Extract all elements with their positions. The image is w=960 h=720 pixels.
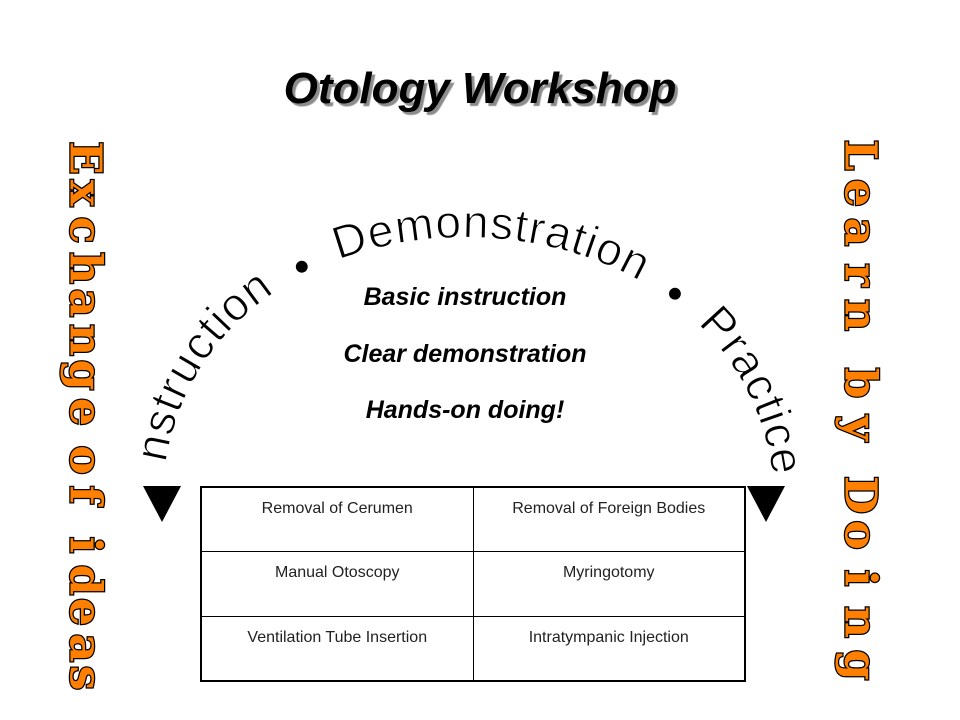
center-line-3: Hands-on doing! [365, 396, 565, 424]
triangle-down-icon [747, 486, 785, 522]
right-vertical-letter: n [835, 299, 886, 331]
left-vertical-letter: c [60, 217, 111, 244]
left-vertical-letter: n [60, 324, 111, 356]
table-cell: Removal of Foreign Bodies [472, 486, 746, 553]
right-vertical-letter: a [835, 218, 886, 247]
left-vertical-letter: h [60, 252, 111, 284]
arc-word-instruction: Instruction [0, 0, 281, 465]
right-vertical-letter: i [835, 570, 886, 587]
table-row: Ventilation Tube Insertion Intratympanic… [200, 615, 746, 682]
procedures-table: Removal of Cerumen Removal of Foreign Bo… [200, 486, 746, 682]
table-row: Removal of Cerumen Removal of Foreign Bo… [200, 486, 746, 553]
left-vertical-letter: a [60, 289, 111, 318]
left-vertical-letter: f [60, 486, 111, 508]
arc-word-demonstration: Demonstration [326, 195, 660, 290]
table-cell: Myringotomy [472, 551, 746, 617]
left-vertical-letter: s [60, 666, 111, 691]
left-vertical-letter: e [60, 598, 111, 626]
table-cell: Manual Otoscopy [200, 551, 474, 617]
right-vertical-letter: L [835, 140, 886, 171]
center-line-2: Clear demonstration [343, 340, 587, 368]
left-vertical-letter: E [60, 141, 111, 175]
left-vertical-letter: o [60, 445, 111, 474]
center-line-1: Basic instruction [363, 283, 567, 311]
left-vertical-letter: x [60, 180, 111, 207]
triangle-down-icon [143, 486, 181, 522]
right-vertical-letter: g [835, 650, 886, 681]
table-cell: Intratympanic Injection [472, 615, 746, 682]
left-vertical-letter: e [60, 398, 111, 426]
table-cell: Ventilation Tube Insertion [200, 615, 474, 682]
right-vertical-letter: b [835, 368, 886, 399]
arc-separator-2: ● [658, 274, 693, 312]
right-vertical-letter: r [835, 263, 886, 287]
right-vertical-letter: y [835, 414, 886, 442]
arc-separator-1: ● [286, 247, 318, 285]
arc-word-practice: Practice [690, 295, 814, 479]
table-cell: Removal of Cerumen [200, 486, 474, 553]
left-vertical-letter: a [60, 634, 111, 663]
slide-title: Otology Workshop [283, 64, 677, 113]
left-vertical-letter: g [60, 360, 111, 391]
left-vertical-letter: i [60, 537, 111, 554]
left-vertical-letter: d [60, 565, 111, 596]
right-vertical-letter: n [835, 606, 886, 638]
right-vertical-letter: D [835, 476, 886, 514]
table-row: Manual Otoscopy Myringotomy [200, 551, 746, 617]
right-vertical-letter: e [835, 179, 886, 207]
right-vertical-letter: o [835, 520, 886, 549]
